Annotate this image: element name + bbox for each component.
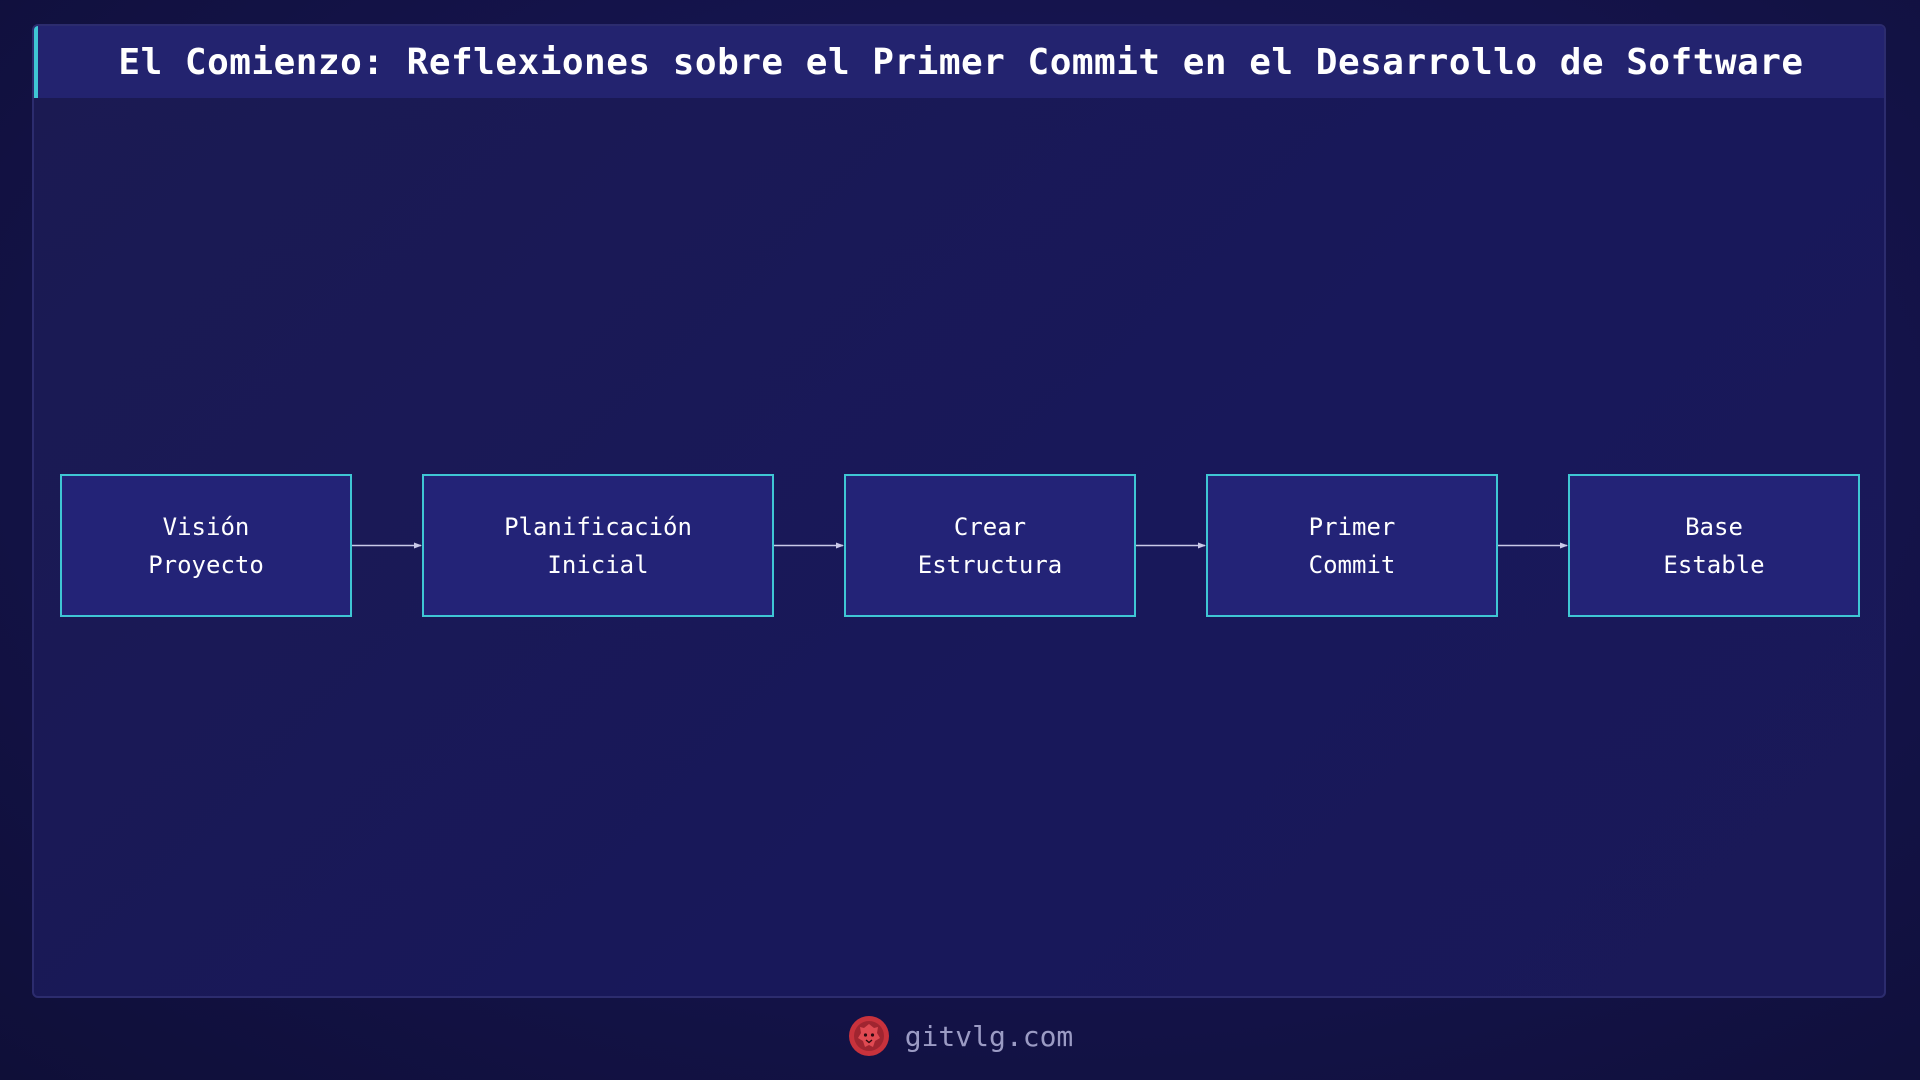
flow-node-planificacion: Planificación Inicial	[422, 474, 774, 617]
flow-node-vision: Visión Proyecto	[60, 474, 352, 617]
flow-node-estructura: Crear Estructura	[844, 474, 1136, 617]
footer: gitvlg.com	[0, 1006, 1920, 1066]
diagram-title: El Comienzo: Reflexiones sobre el Primer…	[118, 41, 1804, 83]
title-bar: El Comienzo: Reflexiones sobre el Primer…	[34, 26, 1884, 98]
flow-node-commit: Primer Commit	[1206, 474, 1498, 617]
lion-head-icon	[848, 1016, 889, 1056]
site-url: gitvlg.com	[904, 1019, 1074, 1053]
flow-node-base: Base Estable	[1568, 474, 1860, 617]
